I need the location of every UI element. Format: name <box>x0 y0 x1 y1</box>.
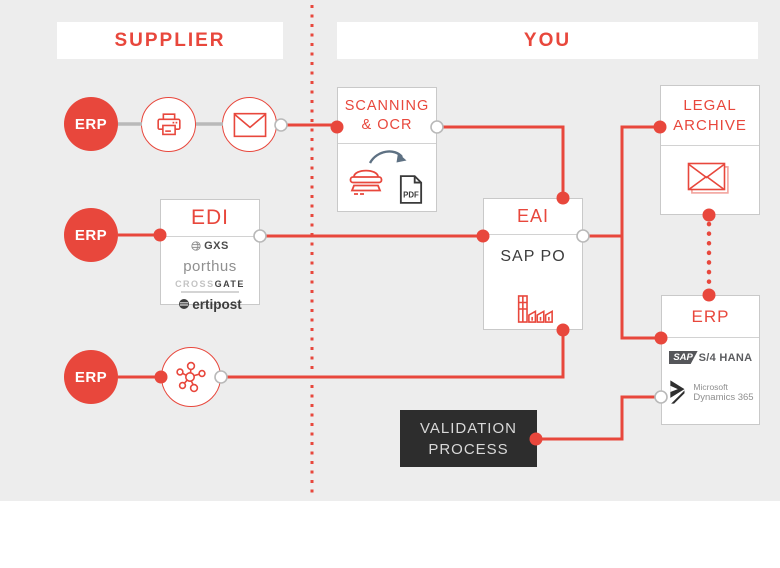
porthus-logo: porthus <box>183 257 237 275</box>
edi-logo-area: GXS porthus CROSSGATE ertipost <box>161 237 259 312</box>
edi-title: EDI <box>161 200 259 237</box>
erp-target-title: ERP <box>662 296 759 338</box>
scanning-ocr-box: SCANNING & OCR PDF <box>337 87 437 212</box>
certipost-logo-text: ertipost <box>192 296 242 312</box>
dynamics365-text: Microsoft Dynamics 365 <box>693 382 753 403</box>
legal-archive-title: LEGAL ARCHIVE <box>661 86 759 146</box>
supplier-header-label: SUPPLIER <box>114 29 226 51</box>
network-node <box>161 347 221 407</box>
legal-title-line1: LEGAL <box>683 96 737 114</box>
you-header-label: YOU <box>523 29 572 51</box>
validation-process-box: VALIDATION PROCESS <box>400 410 537 467</box>
sap-product-label: S/4 HANA <box>698 351 753 364</box>
scanning-ocr-title: SCANNING & OCR <box>338 88 436 144</box>
dynamics365-logo: Microsoft Dynamics 365 <box>667 379 754 405</box>
erp-target-box: ERP SAP S/4 HANA Microsoft Dynamics 365 <box>661 295 760 425</box>
network-hub-icon <box>176 361 206 393</box>
scanning-title-line2: & OCR <box>361 116 413 133</box>
dynamics-365-label: Dynamics 365 <box>693 391 754 403</box>
eai-title-label: EAI <box>516 206 549 226</box>
crossgate-logo-dark: GATE <box>214 278 245 289</box>
print-node <box>141 97 196 152</box>
eai-body: SAP PO <box>484 248 582 343</box>
pdf-label: PDF <box>403 190 419 199</box>
legal-archive-icon-area <box>661 146 759 214</box>
gxs-globe-icon <box>191 241 201 251</box>
diagram-background <box>0 0 780 501</box>
erp-target-title-label: ERP <box>691 306 730 326</box>
certipost-logo: ertipost <box>178 297 242 312</box>
validation-line2: PROCESS <box>428 440 509 458</box>
legal-title-line2: ARCHIVE <box>673 116 747 134</box>
microsoft-label: Microsoft <box>693 381 728 392</box>
erp-label: ERP <box>74 226 108 244</box>
scanner-icon <box>349 169 383 195</box>
printer-icon <box>156 112 181 135</box>
supplier-erp-node-3: ERP <box>64 350 118 404</box>
you-header: YOU <box>337 22 758 59</box>
certipost-circle-icon <box>179 299 190 309</box>
erp-label: ERP <box>74 115 108 133</box>
supplier-header: SUPPLIER <box>57 22 283 59</box>
envelope-archive-icon <box>687 162 729 194</box>
eai-box: EAI SAP PO <box>483 198 583 330</box>
factory-icon <box>517 295 553 323</box>
envelope-icon <box>233 112 266 137</box>
supplier-erp-node-1: ERP <box>64 97 118 151</box>
sap-s4hana-logo: SAP S/4 HANA <box>668 351 753 364</box>
validation-line1: VALIDATION <box>420 419 517 437</box>
gxs-logo-text: GXS <box>204 240 229 252</box>
eai-title: EAI <box>484 199 582 235</box>
scanning-icon-area: PDF <box>338 144 436 211</box>
erp-label: ERP <box>74 368 108 386</box>
crossgate-logo: CROSSGATE <box>175 279 245 293</box>
sap-logo-icon: SAP <box>668 351 698 364</box>
edi-title-label: EDI <box>190 206 229 229</box>
legal-archive-box: LEGAL ARCHIVE <box>660 85 760 215</box>
sap-po-label: SAP PO <box>500 248 566 265</box>
crossgate-logo-light: CROSS <box>175 278 215 289</box>
crossgate-tagline <box>180 290 239 293</box>
dynamics365-icon <box>670 380 685 404</box>
gxs-logo: GXS <box>191 240 229 252</box>
scanning-title-line1: SCANNING <box>344 97 430 114</box>
supplier-erp-node-2: ERP <box>64 208 118 262</box>
pdf-file-icon: PDF <box>399 175 423 204</box>
edi-box: EDI GXS porthus CROSSGATE <box>160 199 260 312</box>
erp-logo-area: SAP S/4 HANA Microsoft Dynamics 365 <box>662 338 759 425</box>
email-node <box>222 97 277 152</box>
